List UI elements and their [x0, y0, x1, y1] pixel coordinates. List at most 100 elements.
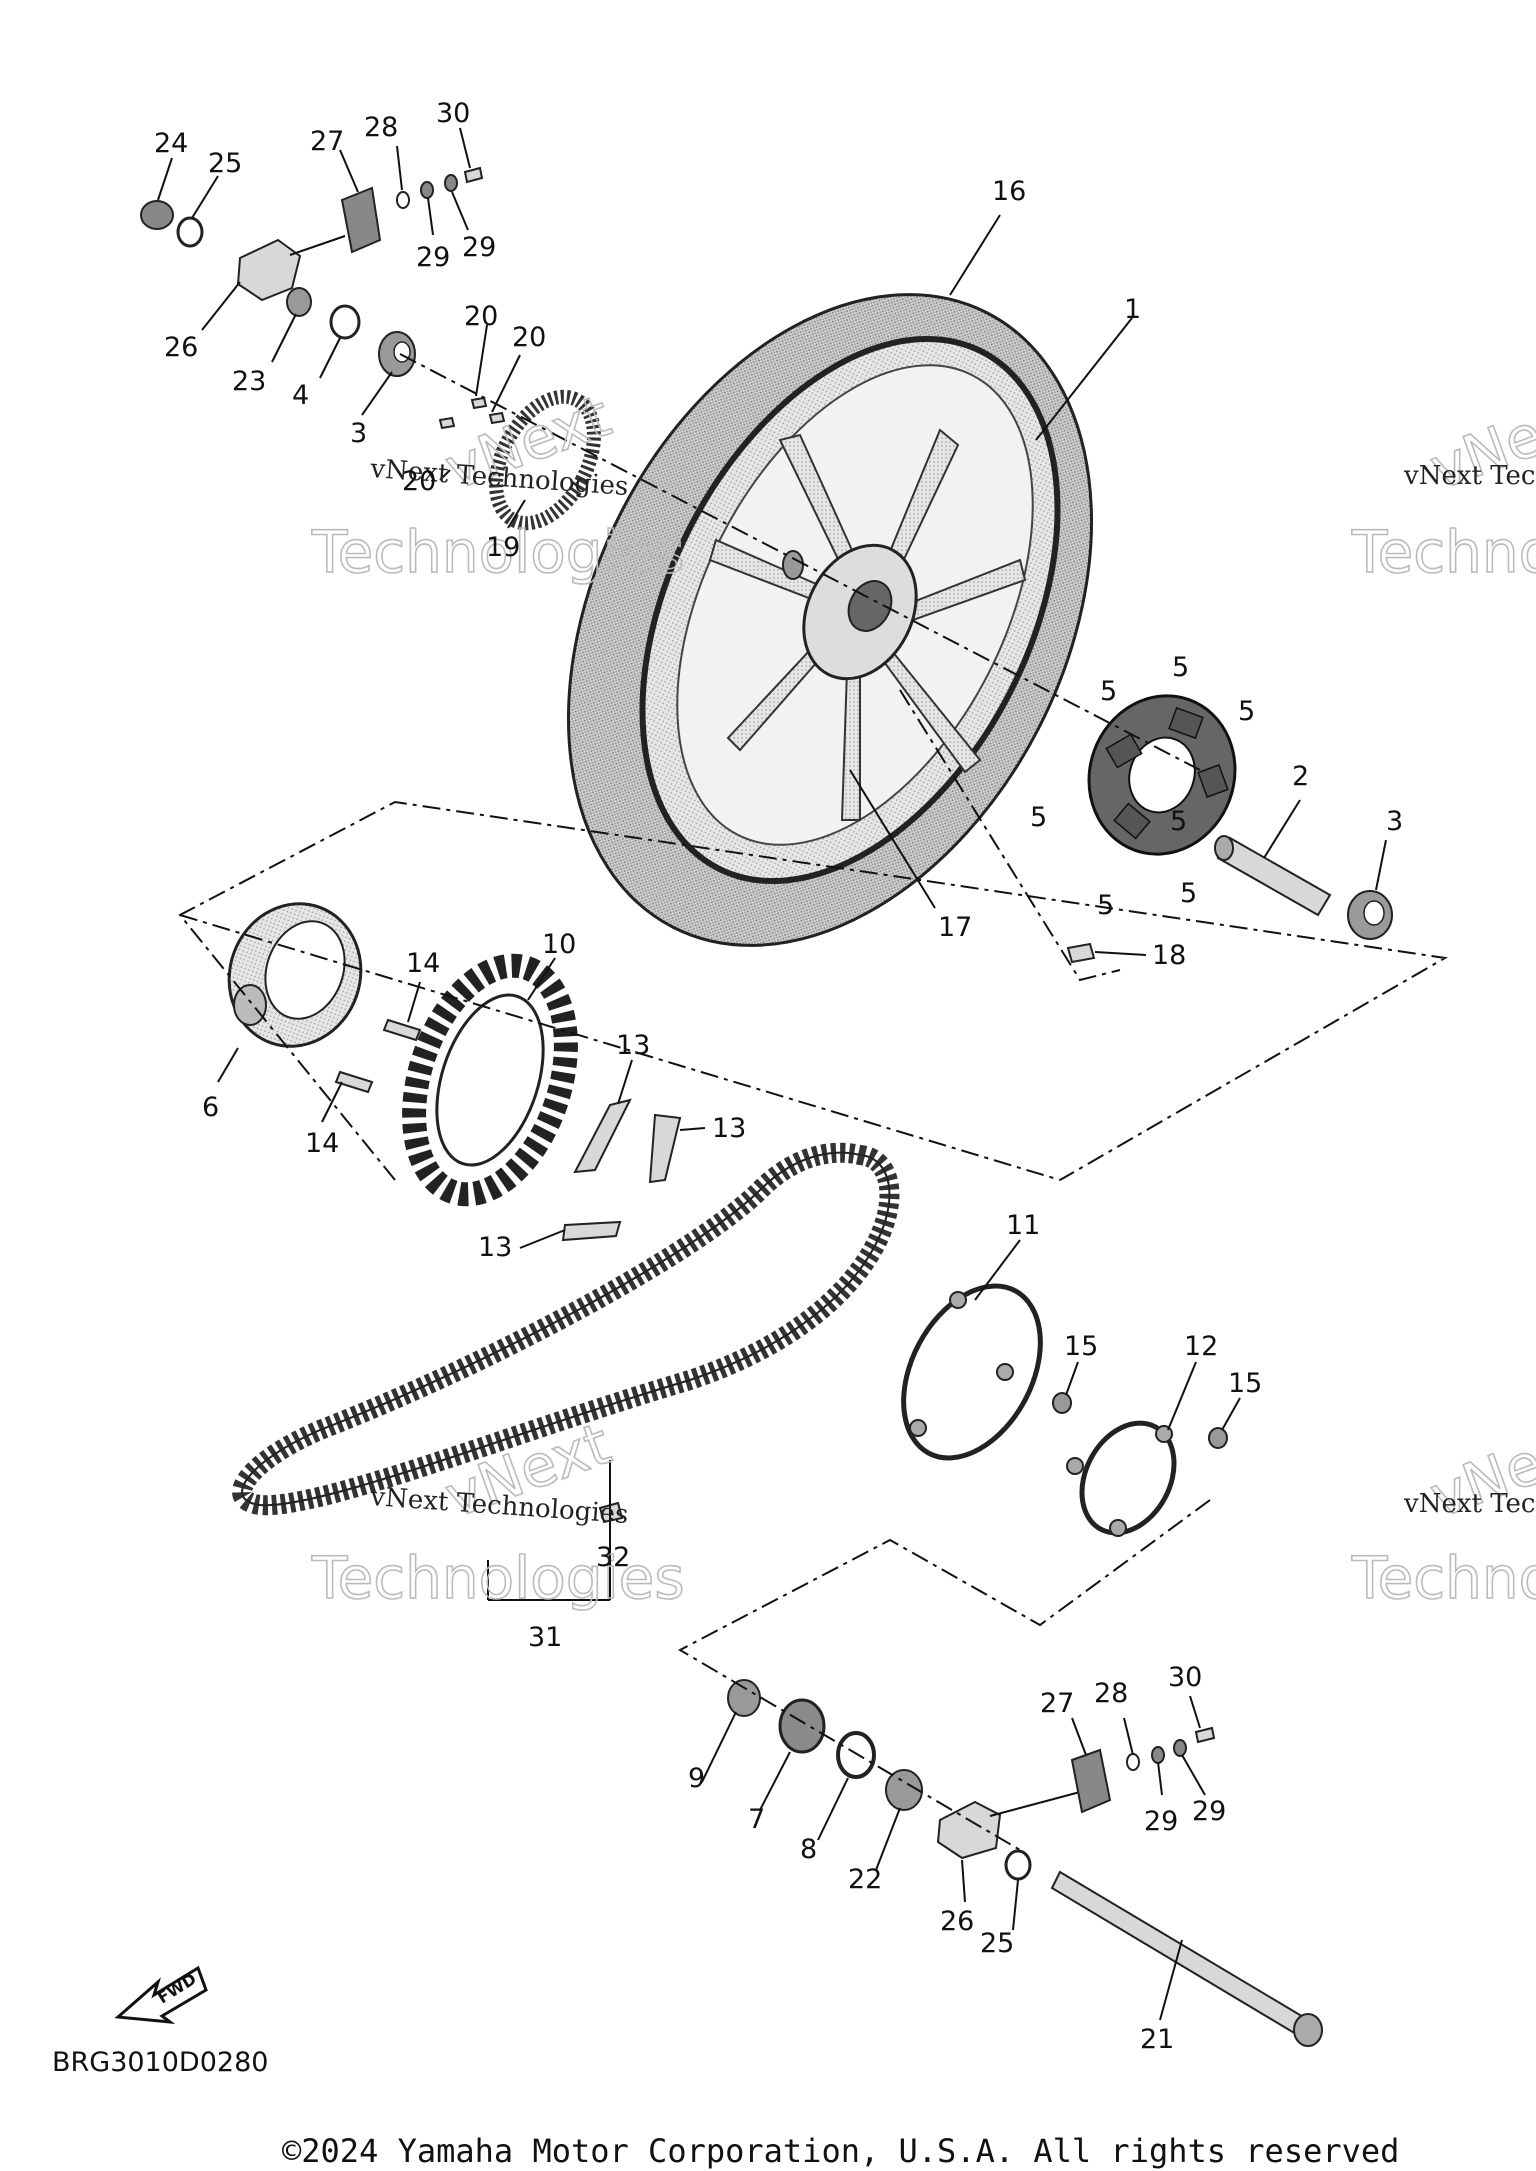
- valve: [782, 550, 804, 580]
- collar-9: [727, 1679, 761, 1717]
- callout-20: 20: [512, 322, 546, 353]
- callout-9: 9: [688, 1763, 705, 1794]
- copyright-notice: ©2024 Yamaha Motor Corporation, U.S.A. A…: [282, 2132, 1400, 2170]
- alignment-lines: [178, 353, 1448, 1851]
- washer-28: [396, 191, 410, 209]
- callout-13: 13: [616, 1030, 650, 1061]
- callout-28: 28: [1094, 1678, 1128, 1709]
- washer-28-lower: [1126, 1753, 1140, 1771]
- bearing-8: [836, 1731, 876, 1779]
- callout-22: 22: [848, 1864, 882, 1895]
- callout-1: 1: [1124, 294, 1141, 325]
- callout-7: 7: [748, 1804, 765, 1835]
- chain-puller-27: [340, 186, 382, 254]
- nut-24: [140, 200, 174, 230]
- callout-30: 30: [1168, 1662, 1202, 1693]
- callout-32: 32: [596, 1542, 630, 1573]
- svg-text:Technologies: Technologies: [311, 518, 685, 586]
- bolt-30: [463, 166, 484, 184]
- callout-13: 13: [478, 1232, 512, 1263]
- callout-18: 18: [1152, 940, 1186, 971]
- callout-14: 14: [305, 1128, 339, 1159]
- callout-27: 27: [1040, 1688, 1074, 1719]
- callout-29: 29: [462, 232, 496, 263]
- callout-5: 5: [1180, 878, 1197, 909]
- callout-24: 24: [154, 128, 188, 159]
- callout-27: 27: [310, 126, 344, 157]
- nuts-15: [1052, 1392, 1228, 1449]
- callout-29: 29: [1144, 1806, 1178, 1837]
- callout-21: 21: [1140, 2024, 1174, 2055]
- fwd-arrow-icon: FWD: [114, 1965, 208, 2025]
- collar-23: [286, 287, 312, 317]
- lock-washers-13: [561, 1098, 682, 1242]
- callout-5: 5: [1030, 802, 1047, 833]
- callout-29: 29: [416, 242, 450, 273]
- callout-14: 14: [406, 948, 440, 979]
- adjuster-26-lower: [936, 1800, 1002, 1860]
- chain-guard-11: [901, 1283, 1043, 1461]
- washer-25-lower: [1004, 1849, 1032, 1881]
- callout-labels: 1 2 3 3 4 5 5 5 5 5 5 5 6 7 8 9 10 11 12…: [154, 98, 1403, 2055]
- callout-20: 20: [402, 466, 436, 497]
- leader-lines: [157, 127, 1387, 2021]
- callout-26: 26: [164, 332, 198, 363]
- callout-25: 25: [980, 1928, 1014, 1959]
- callout-5: 5: [1097, 890, 1114, 921]
- callout-20: 20: [464, 301, 498, 332]
- callout-26: 26: [940, 1906, 974, 1937]
- svg-text:Technologies: Technologies: [1351, 1544, 1536, 1612]
- callout-19: 19: [486, 532, 520, 563]
- valve-18: [1066, 942, 1096, 964]
- collar-22: [885, 1769, 923, 1811]
- svg-text:Technologies: Technologies: [1351, 518, 1536, 586]
- callout-29: 29: [1192, 1796, 1226, 1827]
- callout-15: 15: [1064, 1331, 1098, 1362]
- callout-6: 6: [202, 1092, 219, 1123]
- callout-13: 13: [712, 1113, 746, 1144]
- callout-30: 30: [436, 98, 470, 129]
- callout-25: 25: [208, 148, 242, 179]
- sprocket-10: [402, 953, 578, 1207]
- nut-29a: [420, 181, 434, 199]
- hub-damper-rubbers: [1087, 694, 1237, 856]
- callout-15: 15: [1228, 1368, 1262, 1399]
- watermark-top-right: vNext Technologies vNext Technologies: [1350, 381, 1536, 587]
- callout-12: 12: [1184, 1331, 1218, 1362]
- bearing-3-right: [1347, 890, 1393, 940]
- callout-5: 5: [1238, 696, 1255, 727]
- washer-25: [176, 216, 204, 248]
- diagram-reference-code: BRG3010D0280: [52, 2047, 269, 2078]
- studs-14: [334, 1018, 422, 1094]
- wheel-collar-2: [1214, 835, 1332, 917]
- callout-10: 10: [542, 929, 576, 960]
- callout-28: 28: [364, 112, 398, 143]
- callout-23: 23: [232, 366, 266, 397]
- svg-text:vNext Technologies: vNext Technologies: [1403, 1489, 1536, 1519]
- watermark-bottom-right: vNext Technologies vNext Technologies: [1350, 1409, 1536, 1613]
- bolt-30-lower: [1194, 1726, 1216, 1744]
- nut-29d: [1173, 1739, 1187, 1757]
- top-left-adjuster-parts: [140, 166, 484, 340]
- sensor-rotor-19: [438, 389, 601, 531]
- callout-2: 2: [1292, 761, 1309, 792]
- rear-wheel-assembly: [567, 293, 1093, 947]
- callout-5: 5: [1170, 806, 1187, 837]
- callout-5: 5: [1172, 652, 1189, 683]
- callout-3: 3: [1386, 806, 1403, 837]
- callout-16: 16: [992, 176, 1026, 207]
- chain-puller-27-lower: [1070, 1748, 1112, 1814]
- nut-29b: [444, 174, 458, 192]
- clutch-hub-6: [227, 902, 363, 1048]
- callout-3: 3: [350, 418, 367, 449]
- nut-29c: [1151, 1746, 1165, 1764]
- callout-11: 11: [1006, 1210, 1040, 1241]
- callout-8: 8: [800, 1834, 817, 1865]
- oil-seal-4: [329, 304, 361, 340]
- callout-4: 4: [292, 380, 309, 411]
- svg-text:vNext Technologies: vNext Technologies: [1403, 461, 1536, 491]
- callout-31: 31: [528, 1622, 562, 1653]
- oil-seal-7: [778, 1698, 826, 1754]
- svg-text:Technologies: Technologies: [311, 1544, 685, 1612]
